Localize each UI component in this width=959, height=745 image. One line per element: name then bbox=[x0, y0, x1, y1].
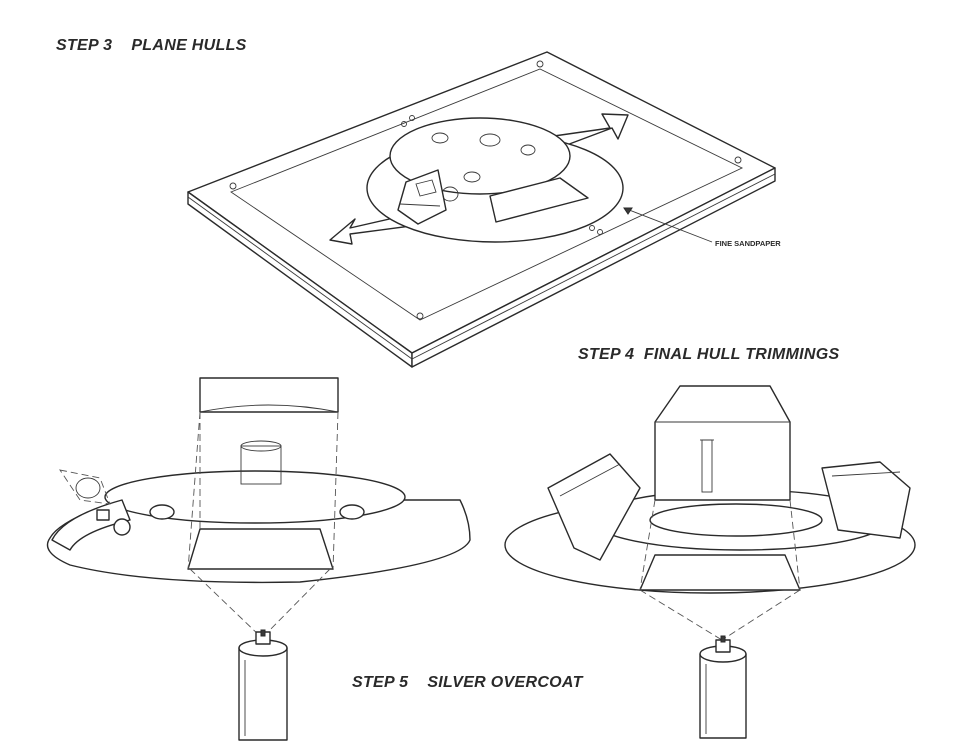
step-4-heading: STEP 4 FINAL HULL TRIMMINGS bbox=[578, 346, 840, 363]
step-3-heading: STEP 3 PLANE HULLS bbox=[56, 37, 247, 54]
right-saucer-illustration bbox=[504, 385, 916, 739]
left-saucer-illustration bbox=[46, 377, 471, 741]
fine-sandpaper-label: FINE SANDPAPER bbox=[715, 239, 781, 248]
step-5-heading: STEP 5 SILVER OVERCOAT bbox=[352, 674, 583, 691]
sanding-board-illustration bbox=[187, 51, 776, 368]
